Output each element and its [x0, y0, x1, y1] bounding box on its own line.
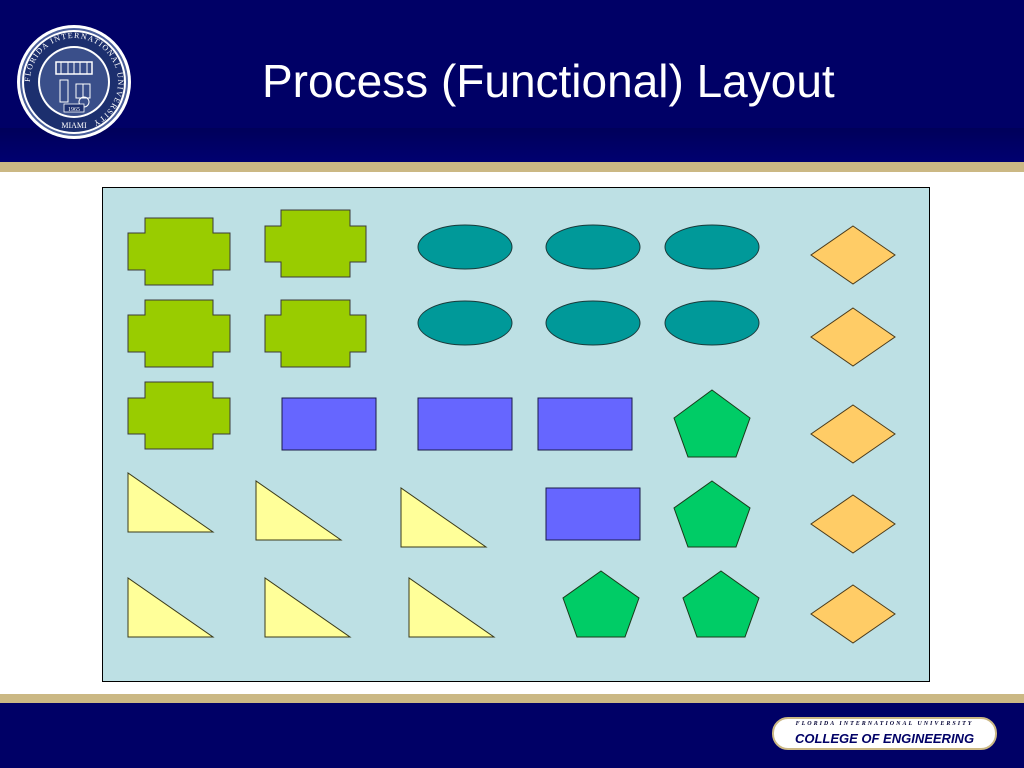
- badge-college-text: COLLEGE OF ENGINEERING: [794, 731, 975, 746]
- layout-diagram: [102, 187, 930, 682]
- university-seal-icon: FLORIDA INTERNATIONAL UNIVERSITY MIAMI 1…: [17, 25, 131, 139]
- ellipse-shape: [545, 300, 641, 346]
- ellipse-shape: [417, 224, 513, 270]
- diamond-shape: [810, 307, 896, 367]
- header-gold-rule: [0, 162, 1024, 172]
- pentagon-shape: [682, 570, 760, 638]
- ellipse-shape: [545, 224, 641, 270]
- rectangle-shape: [545, 487, 641, 541]
- triangle-shape: [408, 577, 496, 638]
- triangle-shape: [127, 472, 215, 533]
- ellipse-shape: [417, 300, 513, 346]
- diamond-shape: [810, 494, 896, 554]
- seal-year: 1965: [68, 107, 80, 113]
- triangle-shape: [400, 487, 488, 548]
- triangle-shape: [264, 577, 352, 638]
- header-band: [0, 128, 1024, 162]
- cross-shape: [264, 209, 367, 278]
- ellipse-shape: [664, 224, 760, 270]
- diamond-shape: [810, 404, 896, 464]
- cross-shape: [127, 299, 231, 368]
- badge-university-text: FLORIDA INTERNATIONAL UNIVERSITY: [795, 721, 974, 727]
- cross-shape: [127, 381, 231, 450]
- slide-title: Process (Functional) Layout: [262, 55, 835, 107]
- triangle-shape: [255, 480, 343, 541]
- cross-shape: [264, 299, 367, 368]
- triangle-shape: [127, 577, 215, 638]
- pentagon-shape: [673, 480, 751, 548]
- diamond-shape: [810, 584, 896, 644]
- rectangle-shape: [537, 397, 633, 451]
- rectangle-shape: [281, 397, 377, 451]
- footer-gold-rule: [0, 694, 1024, 703]
- seal-bottom-text: MIAMI: [61, 121, 87, 130]
- cross-shape: [127, 217, 231, 286]
- pentagon-shape: [562, 570, 640, 638]
- ellipse-shape: [664, 300, 760, 346]
- rectangle-shape: [417, 397, 513, 451]
- pentagon-shape: [673, 389, 751, 458]
- college-badge: FLORIDA INTERNATIONAL UNIVERSITY COLLEGE…: [772, 717, 997, 750]
- diamond-shape: [810, 225, 896, 285]
- slide-header: [0, 0, 1024, 162]
